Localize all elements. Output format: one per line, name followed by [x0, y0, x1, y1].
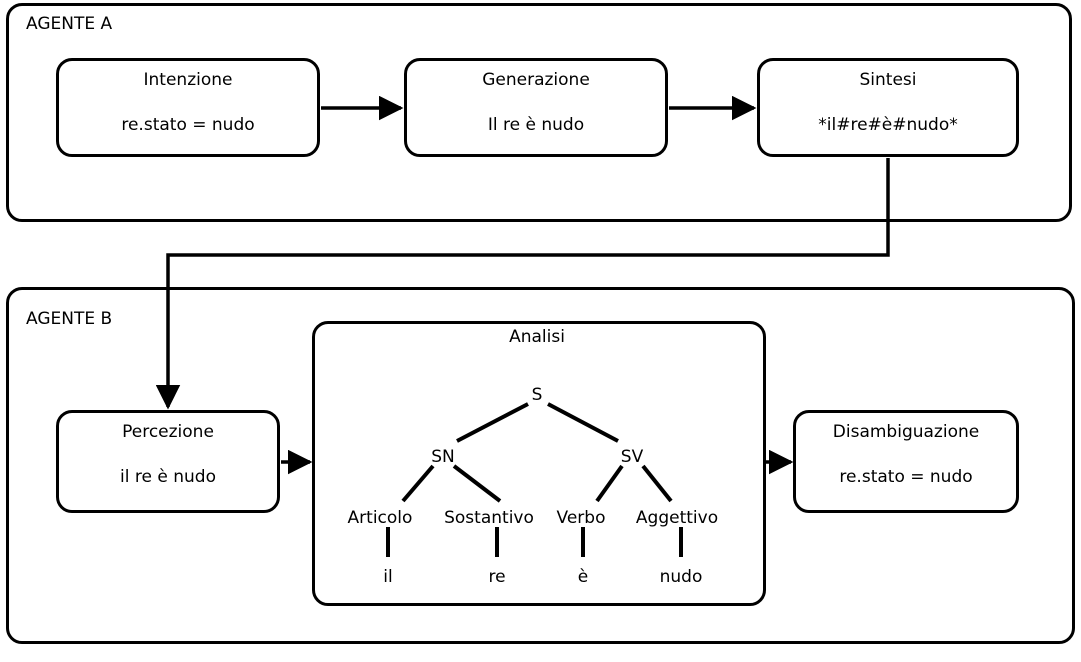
- node-intenzione-title: Intenzione: [143, 70, 233, 90]
- tree-word-il: il: [383, 567, 393, 587]
- node-intenzione-value: re.stato = nudo: [121, 114, 255, 135]
- node-percezione-title: Percezione: [122, 422, 214, 442]
- node-disambiguazione[interactable]: Disambiguazione re.stato = nudo: [793, 410, 1019, 513]
- agent-b-label: AGENTE B: [26, 309, 113, 329]
- tree-node-sostantivo: Sostantivo: [444, 508, 534, 528]
- node-generazione-title: Generazione: [482, 70, 590, 90]
- node-percezione-value: il re è nudo: [120, 466, 216, 487]
- node-sintesi-title: Sintesi: [859, 70, 917, 90]
- tree-node-sv: SV: [620, 447, 644, 467]
- agent-a-label: AGENTE A: [26, 14, 113, 34]
- tree-word-nudo: nudo: [659, 567, 703, 587]
- node-generazione[interactable]: Generazione Il re è nudo: [404, 58, 668, 157]
- node-percezione[interactable]: Percezione il re è nudo: [56, 410, 280, 513]
- node-disambiguazione-value: re.stato = nudo: [839, 466, 973, 487]
- tree-node-verbo: Verbo: [556, 508, 606, 528]
- node-sintesi[interactable]: Sintesi *il#re#è#nudo*: [757, 58, 1019, 157]
- analisi-frame: [312, 321, 766, 606]
- tree-node-aggettivo: Aggettivo: [635, 508, 719, 528]
- node-disambiguazione-title: Disambiguazione: [832, 422, 980, 442]
- node-sintesi-value: *il#re#è#nudo*: [818, 114, 958, 135]
- tree-node-s: S: [531, 385, 543, 405]
- tree-node-sn: SN: [431, 447, 455, 467]
- tree-word-e: è: [577, 567, 589, 587]
- tree-word-re: re: [488, 567, 506, 587]
- tree-node-articolo: Articolo: [347, 508, 413, 528]
- node-intenzione[interactable]: Intenzione re.stato = nudo: [56, 58, 320, 157]
- node-generazione-value: Il re è nudo: [487, 114, 585, 135]
- analisi-title: Analisi: [509, 327, 565, 347]
